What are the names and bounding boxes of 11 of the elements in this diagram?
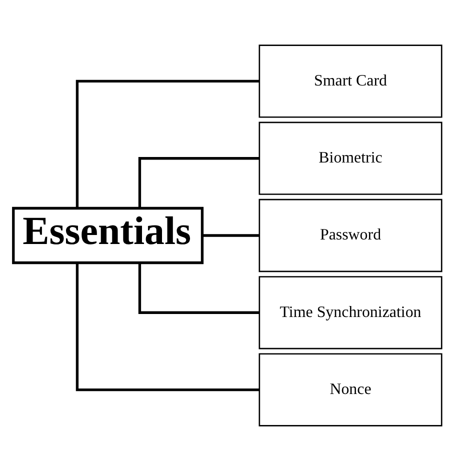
node-box: Nonce [258, 353, 442, 426]
connector [202, 234, 260, 237]
node-box: Time Synchronization [258, 276, 442, 350]
connector [76, 80, 260, 208]
connector [138, 157, 260, 208]
connector [76, 263, 260, 392]
node-box: Password [258, 198, 442, 272]
node-box: Essentials [12, 206, 204, 264]
node-box: Biometric [258, 122, 442, 195]
connector [138, 262, 260, 314]
node-box: Smart Card [258, 44, 442, 118]
